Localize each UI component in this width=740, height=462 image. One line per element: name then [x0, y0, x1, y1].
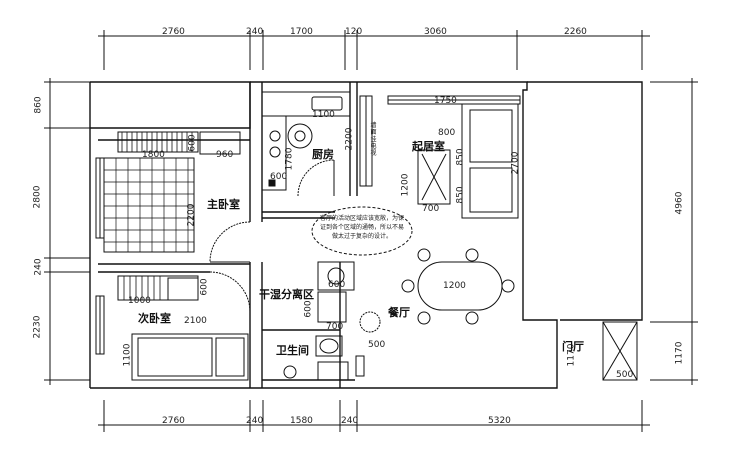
dim-bath-500: 500	[368, 340, 386, 350]
dim-wet-600b: 600	[303, 300, 314, 318]
dim-kitchen-1100: 1100	[312, 110, 335, 120]
room-bathroom: 卫生间	[276, 344, 309, 357]
dim-kitchen-600: 600	[270, 172, 288, 182]
tv-wall-label: 墙面挂电视	[370, 122, 377, 157]
room-second-bedroom: 次卧室	[138, 312, 171, 325]
dim-top-1: 2760	[162, 27, 185, 37]
dim-living-850a: 850	[455, 148, 466, 166]
dim-top-2: 240	[246, 27, 264, 37]
dim-left-2: 2800	[32, 185, 43, 209]
dim-bottom-4: 240	[341, 416, 359, 426]
dim-kitchen-1780: 1780	[284, 147, 295, 171]
dim-ticks-top	[103, 30, 643, 70]
room-wet-dry-zone: 干湿分离区	[259, 288, 314, 301]
dim-master-2200: 2200	[186, 203, 197, 227]
dim-second-600: 600	[199, 278, 210, 296]
dim-living-1200: 1200	[400, 173, 411, 197]
dim-wet-700: 700	[326, 322, 344, 332]
dim-bottom-5: 5320	[488, 416, 511, 426]
dim-living-1750: 1750	[434, 96, 457, 106]
dim-top-4: 120	[345, 27, 363, 37]
dim-top-6: 2260	[564, 27, 587, 37]
dim-living-850b: 850	[455, 186, 466, 204]
dim-living-800: 800	[438, 128, 456, 138]
design-note: 客厅的活动区域应该宽敞，为保证到各个区域的通畅，所以不易做太过于复杂的设计。	[319, 215, 404, 240]
dim-left-3: 240	[33, 258, 44, 276]
dim-left-4: 2230	[32, 315, 43, 339]
dim-second-2100: 2100	[184, 316, 207, 326]
dim-living-2700: 2700	[510, 151, 521, 175]
room-foyer: 门厅	[562, 340, 584, 353]
room-kitchen: 厨房	[312, 148, 334, 161]
dim-top-5: 3060	[424, 27, 447, 37]
dim-bottom-2: 240	[246, 416, 264, 426]
dim-top-3: 1700	[290, 27, 313, 37]
dim-bottom-1: 2760	[162, 416, 185, 426]
dim-right-2: 1170	[674, 341, 685, 365]
dim-second-1000: 1000	[128, 296, 151, 306]
dim-wardrobe-1800: 1800	[142, 150, 165, 160]
room-living: 起居室	[412, 140, 445, 153]
room-master-bedroom: 主卧室	[207, 198, 240, 211]
dim-kitchen-2200: 2200	[344, 127, 355, 151]
dim-dining-1200: 1200	[443, 281, 466, 291]
dim-foyer-500: 500	[616, 370, 634, 380]
dim-second-1100: 1100	[122, 343, 133, 367]
room-dining: 餐厅	[388, 306, 410, 319]
dim-master-960: 960	[216, 150, 234, 160]
dim-living-700: 700	[422, 204, 440, 214]
dim-bottom-3: 1580	[290, 416, 313, 426]
dim-left-1: 860	[33, 96, 44, 114]
dim-master-600: 600	[187, 134, 198, 152]
dim-right-1: 4960	[674, 191, 685, 215]
dim-wet-600a: 600	[328, 280, 346, 290]
